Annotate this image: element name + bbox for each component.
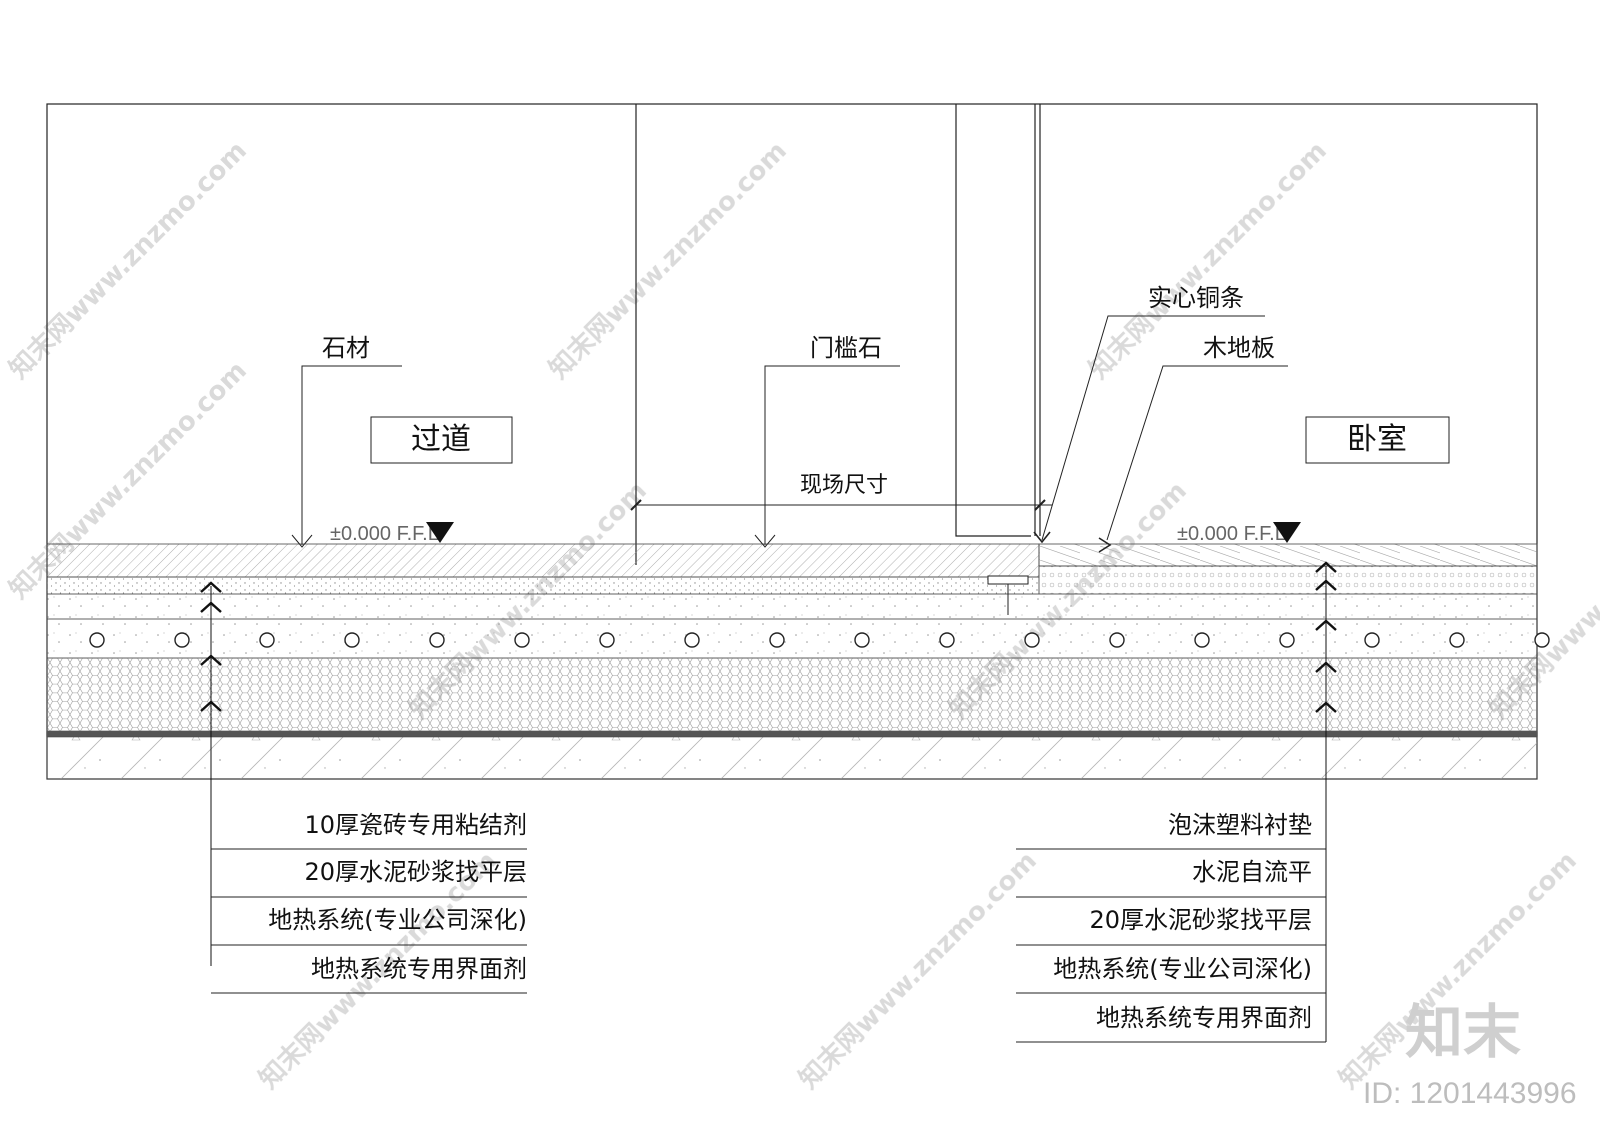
membrane-layer (47, 731, 1537, 737)
level-mark-left: ±0.000 F.F.L (330, 523, 439, 545)
heating-pipe (1109, 632, 1125, 648)
level-mark-right: ±0.000 F.F.L (1177, 523, 1286, 545)
dimension-line (630, 478, 1052, 520)
legend-right: 泡沫塑料衬垫 水泥自流平 20厚水泥砂浆找平层 地热系统(专业公司深化) 地热系… (1016, 811, 1326, 1043)
arrow-wood (1098, 537, 1112, 553)
wood-floor-layer (1038, 543, 1538, 567)
callout-wood: 木地板 (1203, 334, 1275, 362)
legend-right-item: 地热系统(专业公司深化) (1053, 955, 1312, 983)
layer-markers-left (200, 581, 222, 966)
heating-pipe (854, 632, 870, 648)
watermark-text: 知末网www.znzmo.com (544, 136, 793, 385)
heating-pipe (514, 632, 530, 648)
legend-right-item: 水泥自流平 (1192, 858, 1312, 886)
callout-copper: 实心铜条 (1148, 284, 1244, 312)
heating-pipe (1449, 632, 1465, 648)
watermark-text: 知末网www.znzmo.com (4, 136, 253, 385)
mortar-screed-layer (46, 593, 1538, 620)
stone-finish-layer (46, 543, 1040, 578)
level-triangle-left (426, 522, 454, 543)
heating-pipe (599, 632, 615, 648)
layer-markers-right (1315, 561, 1337, 1042)
legend-left-item: 20厚水泥砂浆找平层 (304, 858, 527, 886)
heating-pipe (89, 632, 105, 648)
image-id: ID: 1201443996 (1363, 1077, 1577, 1110)
legend-right-item: 泡沫塑料衬垫 (1168, 811, 1312, 839)
heating-pipe (769, 632, 785, 648)
brand-logo: 知末 (1405, 998, 1521, 1066)
concrete-slab-layer (46, 736, 1538, 780)
callout-stone: 石材 (322, 334, 370, 362)
heating-pipe (344, 632, 360, 648)
adhesive-layer (46, 576, 1040, 595)
heating-pipe (259, 632, 275, 648)
heating-pipe (1024, 632, 1040, 648)
callout-leaders (291, 315, 1288, 548)
heating-pipes (89, 632, 1550, 648)
room-label-corridor: 过道 (411, 422, 471, 457)
heating-pipe (1279, 632, 1295, 648)
legend-right-item: 地热系统专用界面剂 (1096, 1004, 1312, 1032)
callout-threshold: 门槛石 (810, 334, 882, 362)
legend-left-item: 10厚瓷砖专用粘结剂 (304, 811, 527, 839)
room-label-box-left (370, 416, 513, 464)
door-frame-lines (635, 104, 1041, 565)
insulation-layer (46, 657, 1538, 732)
level-triangle-right (1273, 522, 1301, 543)
foam-underlay-layer (1038, 565, 1538, 595)
heating-pipe (1364, 632, 1380, 648)
room-label-bedroom: 卧室 (1347, 422, 1407, 457)
legend-right-item: 20厚水泥砂浆找平层 (1089, 906, 1312, 934)
heating-pipe (1194, 632, 1210, 648)
legend-left: 10厚瓷砖专用粘结剂 20厚水泥砂浆找平层 地热系统(专业公司深化) 地热系统专… (211, 811, 527, 994)
heating-pipe (174, 632, 190, 648)
copper-strip (987, 575, 1029, 585)
arrow-copper (1033, 531, 1051, 544)
legend-left-item: 地热系统专用界面剂 (311, 955, 527, 983)
heating-pipe (684, 632, 700, 648)
dimension-label: 现场尺寸 (800, 473, 888, 498)
room-label-box-right (1305, 416, 1450, 464)
legend-left-item: 地热系统(专业公司深化) (268, 906, 527, 934)
heating-pipe (1534, 632, 1550, 648)
heating-pipe (429, 632, 445, 648)
watermark-text: 知末网www.znzmo.com (794, 846, 1043, 1095)
heating-pipe (939, 632, 955, 648)
